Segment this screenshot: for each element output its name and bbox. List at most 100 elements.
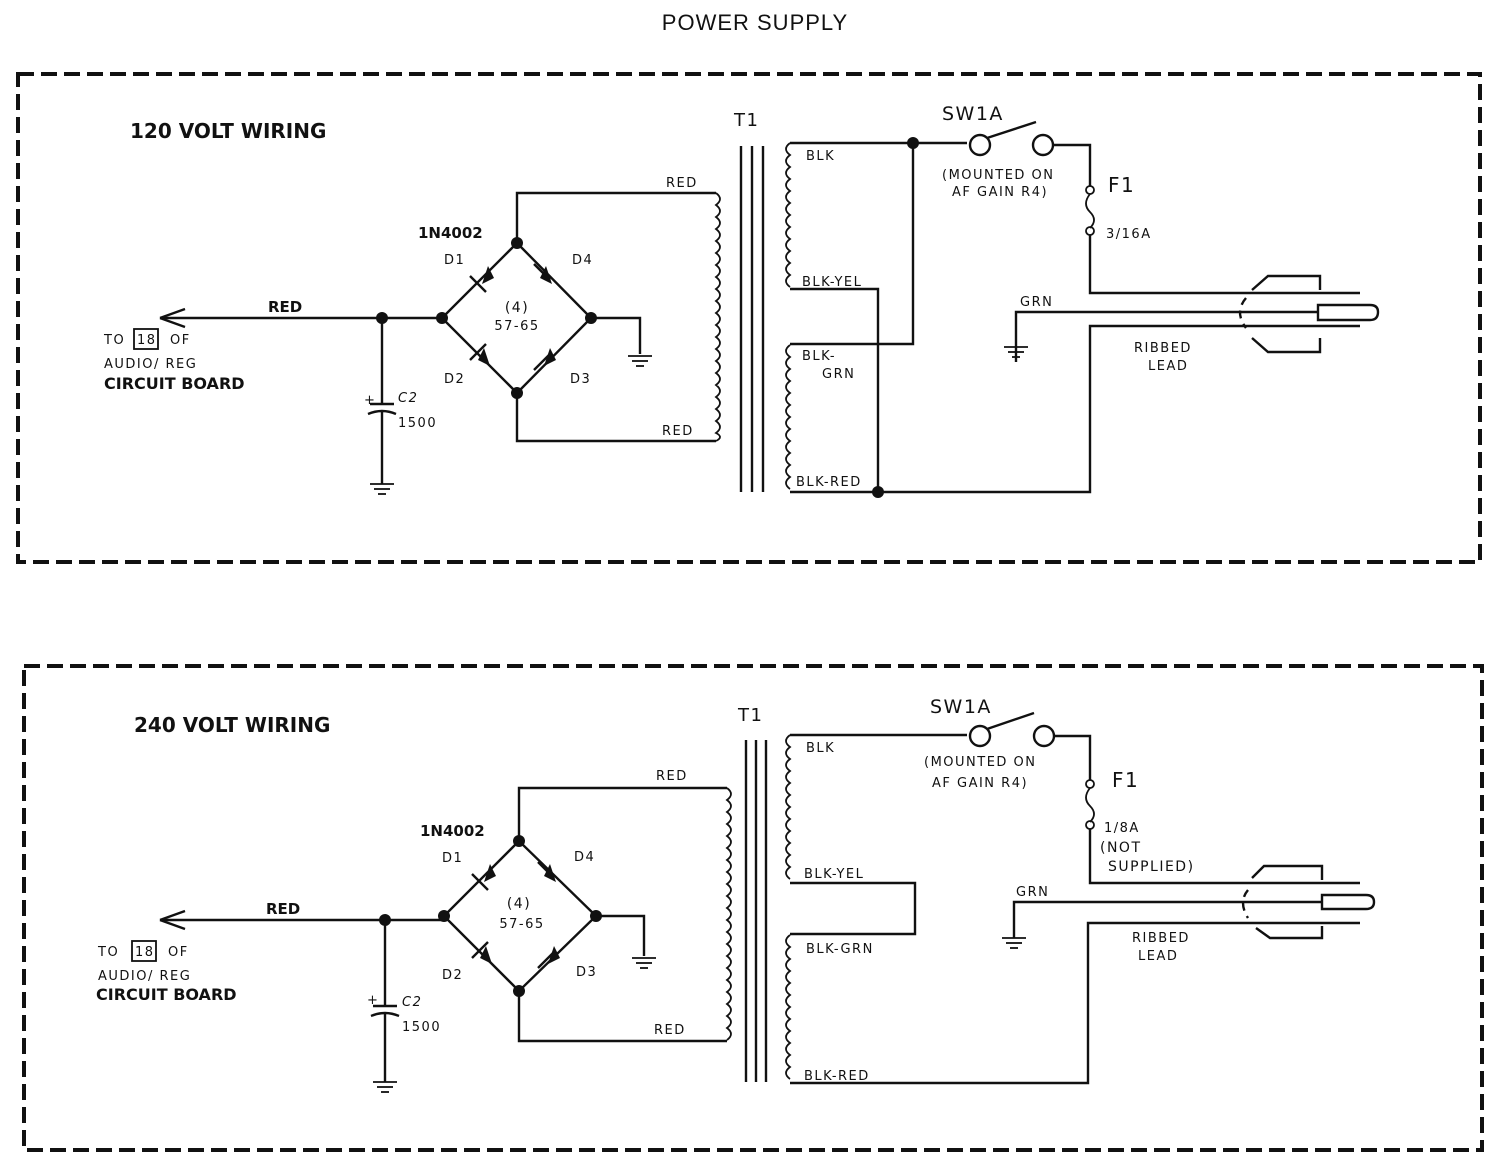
svg-text:D4: D4: [572, 253, 593, 268]
diode-d2: [469, 343, 490, 366]
ground-icon: [370, 483, 394, 495]
svg-text:C2: C2: [402, 995, 422, 1010]
bridge-rectifier: 1N4002 D1 D2 D3 D4 (4) 57-65: [418, 224, 652, 399]
svg-text:BLK: BLK: [806, 741, 835, 756]
svg-text:OF: OF: [168, 945, 189, 960]
svg-text:57-65: 57-65: [499, 917, 544, 932]
svg-text:+: +: [367, 993, 379, 1008]
power-plug: GRN RIBBED LEAD: [1002, 864, 1376, 964]
svg-text:(4): (4): [505, 300, 529, 316]
svg-text:F1: F1: [1108, 173, 1135, 197]
svg-text:RED: RED: [656, 769, 688, 784]
ground-icon: [628, 355, 652, 367]
panel-heading: 120 VOLT WIRING: [130, 119, 326, 143]
svg-text:OF: OF: [170, 333, 191, 348]
svg-text:1/8A: 1/8A: [1104, 821, 1140, 836]
svg-text:T1: T1: [737, 705, 763, 726]
svg-text:D1: D1: [444, 253, 465, 268]
svg-text:T1: T1: [733, 110, 759, 131]
svg-text:SW1A: SW1A: [942, 103, 1004, 125]
fuse-f1: F1 3/16A: [1085, 173, 1360, 295]
svg-text:(MOUNTED ON: (MOUNTED ON: [942, 168, 1055, 183]
svg-text:BLK-RED: BLK-RED: [796, 475, 862, 490]
arrow-icon: [159, 909, 186, 931]
svg-text:(NOT: (NOT: [1100, 840, 1142, 856]
svg-text:F1: F1: [1112, 768, 1139, 792]
svg-text:RIBBED: RIBBED: [1134, 341, 1192, 356]
pin-number: 18: [137, 333, 157, 348]
switch-sw1a[interactable]: SW1A (MOUNTED ON AF GAIN R4): [924, 696, 1092, 791]
panel-border: [22, 664, 1484, 1152]
svg-text:RED: RED: [666, 176, 698, 191]
svg-text:(MOUNTED ON: (MOUNTED ON: [924, 755, 1037, 770]
primary-winding: BLK BLK-YEL BLK- GRN BLK-RED: [785, 137, 1360, 498]
svg-text:GRN: GRN: [1020, 295, 1053, 310]
bridge-rectifier: 1N4002 D1 D2 D3 D4 (4) 57-65: [420, 822, 656, 997]
svg-text:D2: D2: [444, 372, 465, 387]
svg-text:D3: D3: [576, 965, 597, 980]
svg-text:1N4002: 1N4002: [420, 822, 485, 840]
diode-d4: [537, 861, 556, 882]
svg-text:RED: RED: [662, 424, 694, 439]
svg-text:GRN: GRN: [822, 367, 855, 382]
secondary-winding: RED RED: [517, 769, 732, 1043]
svg-text:AF GAIN R4): AF GAIN R4): [952, 185, 1048, 200]
svg-text:BLK-YEL: BLK-YEL: [802, 275, 862, 290]
svg-text:D2: D2: [442, 968, 463, 983]
pin-box: [133, 328, 159, 350]
svg-text:LEAD: LEAD: [1138, 949, 1178, 964]
svg-text:3/16A: 3/16A: [1106, 227, 1152, 242]
svg-text:AUDIO/ REG: AUDIO/ REG: [98, 969, 191, 984]
transformer-t1: T1: [737, 705, 768, 1082]
svg-text:SUPPLIED): SUPPLIED): [1108, 859, 1195, 875]
switch-sw1a[interactable]: SW1A (MOUNTED ON AF GAIN R4): [942, 103, 1092, 200]
pin-number: 18: [135, 945, 155, 960]
wire-label-red: RED: [266, 900, 300, 918]
diagram-title: POWER SUPPLY: [662, 10, 848, 35]
capacitor-c2: + C2 1500: [367, 920, 441, 1093]
panel-120v: 120 VOLT WIRING RED TO 18 OF AUDIO/ REG …: [16, 72, 1482, 564]
diode-d3: [533, 348, 556, 371]
svg-text:1500: 1500: [402, 1020, 441, 1035]
svg-text:BLK: BLK: [806, 149, 835, 164]
arrow-icon: [159, 307, 186, 329]
destination-label: TO 18 OF AUDIO/ REG CIRCUIT BOARD: [96, 940, 237, 1004]
transformer-t1: T1: [733, 110, 765, 492]
destination-label: TO 18 OF AUDIO/ REG CIRCUIT BOARD: [103, 328, 245, 393]
diode-d1: [471, 864, 496, 891]
panel-border: [16, 72, 1482, 564]
diode-d3: [537, 946, 560, 969]
output-wire: RED: [159, 900, 444, 931]
primary-winding: BLK BLK-YEL BLK-GRN BLK-RED: [785, 733, 1360, 1085]
fuse-f1: F1 1/8A (NOT SUPPLIED): [1085, 768, 1360, 885]
svg-text:1500: 1500: [398, 416, 437, 431]
svg-text:SW1A: SW1A: [930, 696, 992, 718]
svg-text:(4): (4): [507, 896, 531, 912]
wire-label-red: RED: [268, 298, 302, 316]
svg-text:BLK-GRN: BLK-GRN: [806, 942, 874, 957]
svg-text:TO: TO: [97, 945, 119, 960]
svg-text:CIRCUIT BOARD: CIRCUIT BOARD: [104, 374, 245, 393]
svg-text:BLK-: BLK-: [802, 349, 836, 364]
diode-d4: [533, 263, 552, 284]
svg-text:AF GAIN R4): AF GAIN R4): [932, 776, 1028, 791]
output-wire: RED: [159, 298, 440, 329]
svg-text:D1: D1: [442, 851, 463, 866]
power-plug: GRN RIBBED LEAD: [1004, 274, 1380, 374]
secondary-winding: RED RED: [515, 176, 721, 443]
svg-text:1N4002: 1N4002: [418, 224, 483, 242]
ground-icon: [1002, 937, 1026, 949]
svg-text:RIBBED: RIBBED: [1132, 931, 1190, 946]
svg-text:D4: D4: [574, 850, 595, 865]
svg-text:RED: RED: [654, 1023, 686, 1038]
panel-heading: 240 VOLT WIRING: [134, 713, 330, 737]
svg-text:TO: TO: [103, 333, 125, 348]
ground-icon: [1004, 346, 1028, 358]
capacitor-c2: + C2 1500: [364, 318, 437, 495]
svg-text:AUDIO/ REG: AUDIO/ REG: [104, 357, 197, 372]
ground-icon: [632, 957, 656, 969]
ground-icon: [373, 1081, 397, 1093]
svg-text:GRN: GRN: [1016, 885, 1049, 900]
pin-box: [131, 940, 157, 962]
